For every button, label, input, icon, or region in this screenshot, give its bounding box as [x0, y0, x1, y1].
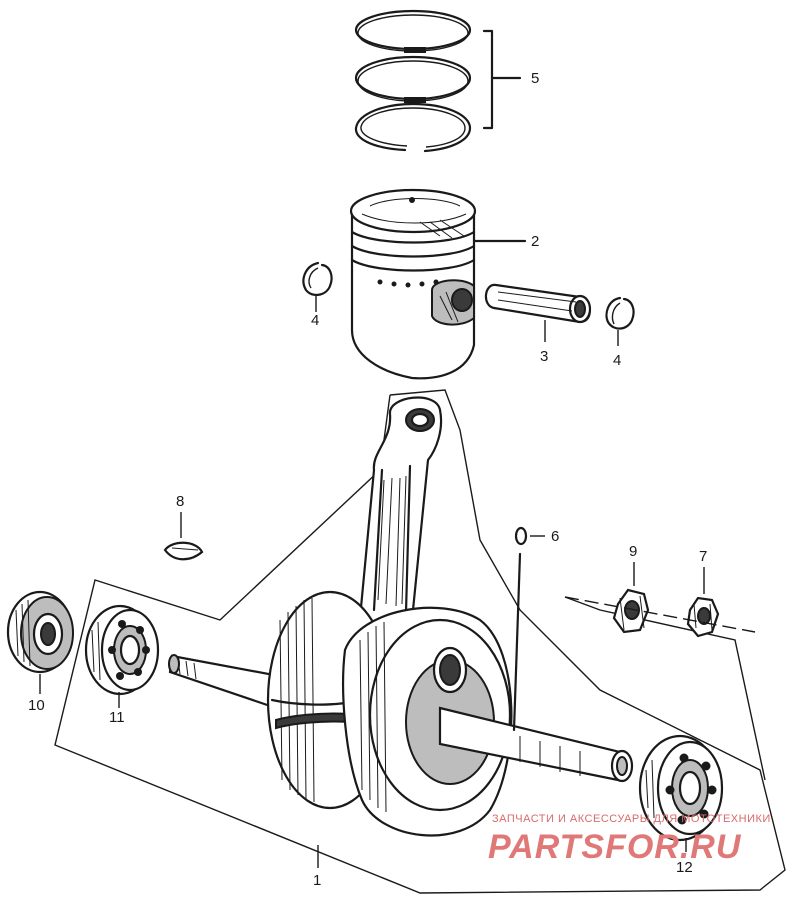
lock-washer	[686, 567, 720, 638]
crankshaft	[168, 552, 634, 837]
callout-9: 9	[629, 543, 637, 560]
crank-assembly-outline	[54, 389, 786, 894]
crank-nut	[612, 562, 650, 634]
callout-3: 3	[540, 348, 548, 365]
bearing-10	[6, 590, 74, 694]
callout-5: 5	[531, 70, 539, 87]
piston	[349, 188, 527, 380]
woodruff-key	[514, 526, 545, 546]
callout-4-right: 4	[613, 352, 621, 369]
callout-6: 6	[551, 528, 559, 545]
bearing-12	[638, 734, 724, 852]
callout-12: 12	[676, 859, 693, 876]
watermark-tagline: ЗАПЧАСТИ И АКСЕССУАРЫ ДЛЯ МОТОТЕХНИКИ	[492, 813, 771, 825]
callout-8: 8	[176, 493, 184, 510]
circlip-left	[302, 261, 333, 312]
connecting-rod	[358, 396, 443, 636]
callout-11: 11	[109, 709, 125, 726]
watermark: ЗАПЧАСТИ И АКСЕССУАРЫ ДЛЯ МОТОТЕХНИКИ PA…	[488, 813, 771, 866]
piston-rings	[354, 9, 522, 153]
circlip-right	[605, 296, 635, 346]
callout-10: 10	[28, 697, 45, 714]
piston-pin	[484, 283, 592, 342]
callout-2: 2	[531, 233, 539, 250]
watermark-logo: PARTSFOR.RU	[488, 828, 742, 866]
bearing-11	[84, 604, 160, 708]
half-moon-key	[163, 512, 204, 561]
callout-4-left: 4	[311, 312, 319, 329]
callout-7: 7	[699, 548, 707, 565]
callout-1: 1	[313, 872, 321, 889]
